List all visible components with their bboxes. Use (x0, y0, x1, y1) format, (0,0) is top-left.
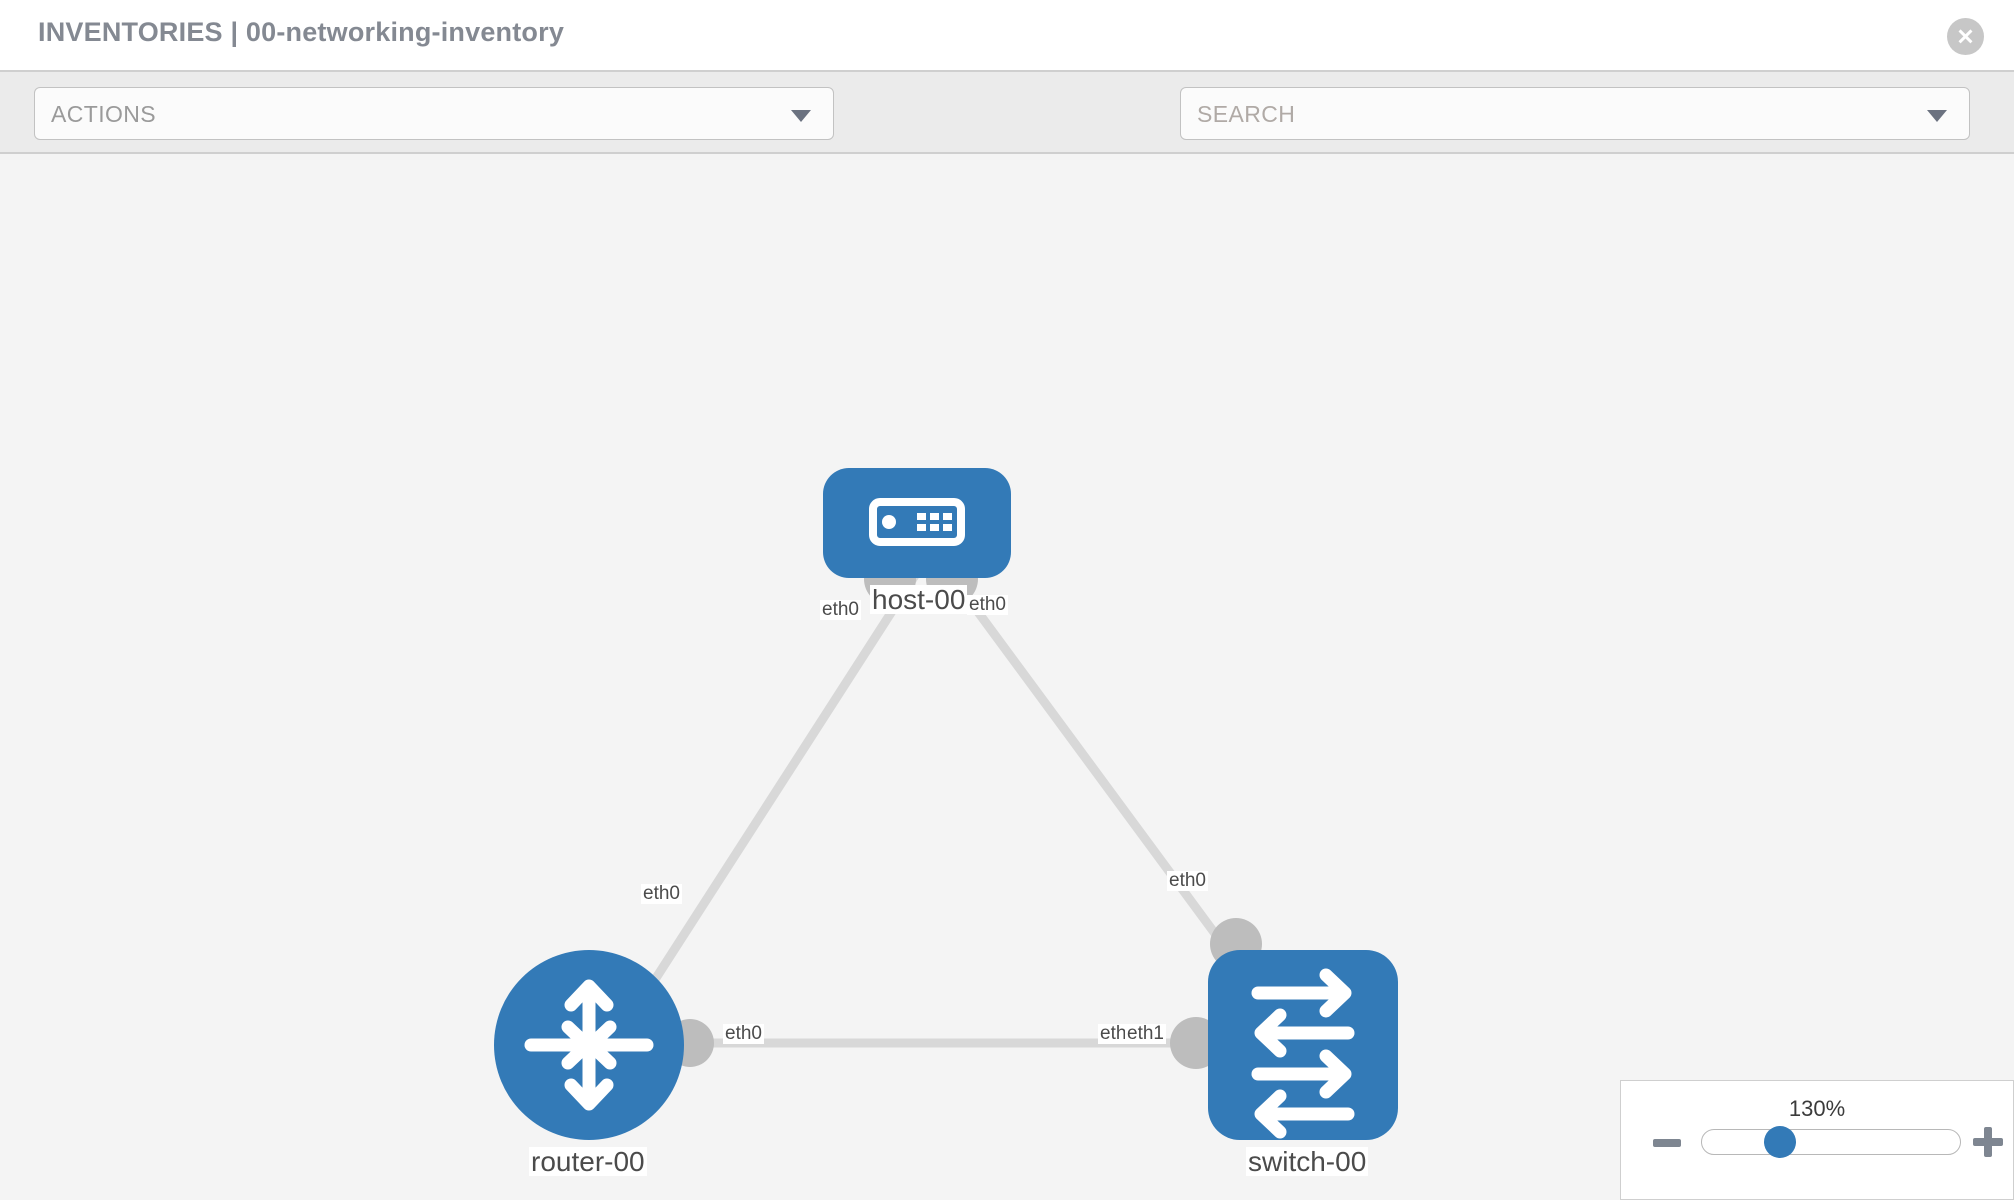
router-arrows-icon (524, 979, 654, 1111)
iface-label: eth0 (820, 599, 861, 620)
link-host00-router00 (616, 571, 920, 1037)
topology-graph (494, 468, 1398, 1140)
minus-icon[interactable] (1653, 1139, 1681, 1147)
iface-label: eth1 (1125, 1023, 1166, 1044)
node-label-router-00: router-00 (529, 1146, 647, 1177)
iface-label: eth0 (967, 594, 1008, 615)
node-label-host-00: host-00 (870, 584, 968, 615)
actions-dropdown[interactable]: ACTIONS (34, 87, 834, 140)
link-layer (616, 571, 1234, 1048)
topology-canvas[interactable]: eth0 eth0 eth0 eth0 eth0 eth0 eth1 host-… (0, 154, 2014, 1200)
switch-arrows-icon (1251, 968, 1355, 1139)
iface-label: eth0 (641, 883, 682, 904)
plus-icon[interactable] (1973, 1127, 2003, 1157)
iface-label: eth0 (723, 1023, 764, 1044)
port-layer (666, 553, 1262, 1069)
chevron-down-icon[interactable] (1927, 110, 1947, 122)
page-header: INVENTORIES | 00-networking-inventory (0, 0, 2014, 70)
node-label-switch-00: switch-00 (1246, 1146, 1369, 1177)
node-host-00 (823, 468, 1011, 578)
page-title: INVENTORIES | 00-networking-inventory (38, 17, 565, 47)
node-router-00 (494, 950, 684, 1140)
zoom-level-label: 130% (1788, 1096, 1846, 1121)
link-host00-switch00 (946, 571, 1234, 957)
search-placeholder: SEARCH (1197, 101, 1296, 127)
zoom-slider-thumb[interactable] (1764, 1126, 1796, 1158)
node-switch-00 (1208, 950, 1398, 1140)
close-icon[interactable] (1947, 18, 1984, 55)
search-input[interactable]: SEARCH (1180, 87, 1970, 140)
actions-dropdown-label: ACTIONS (51, 101, 157, 127)
server-appliance-icon (869, 498, 965, 546)
iface-label: eth0 (1167, 870, 1208, 891)
zoom-control-panel: 130% (1620, 1080, 2014, 1200)
zoom-slider-track[interactable] (1701, 1129, 1961, 1155)
toolbar: ACTIONS SEARCH (0, 70, 2014, 200)
chevron-down-icon (791, 110, 811, 122)
